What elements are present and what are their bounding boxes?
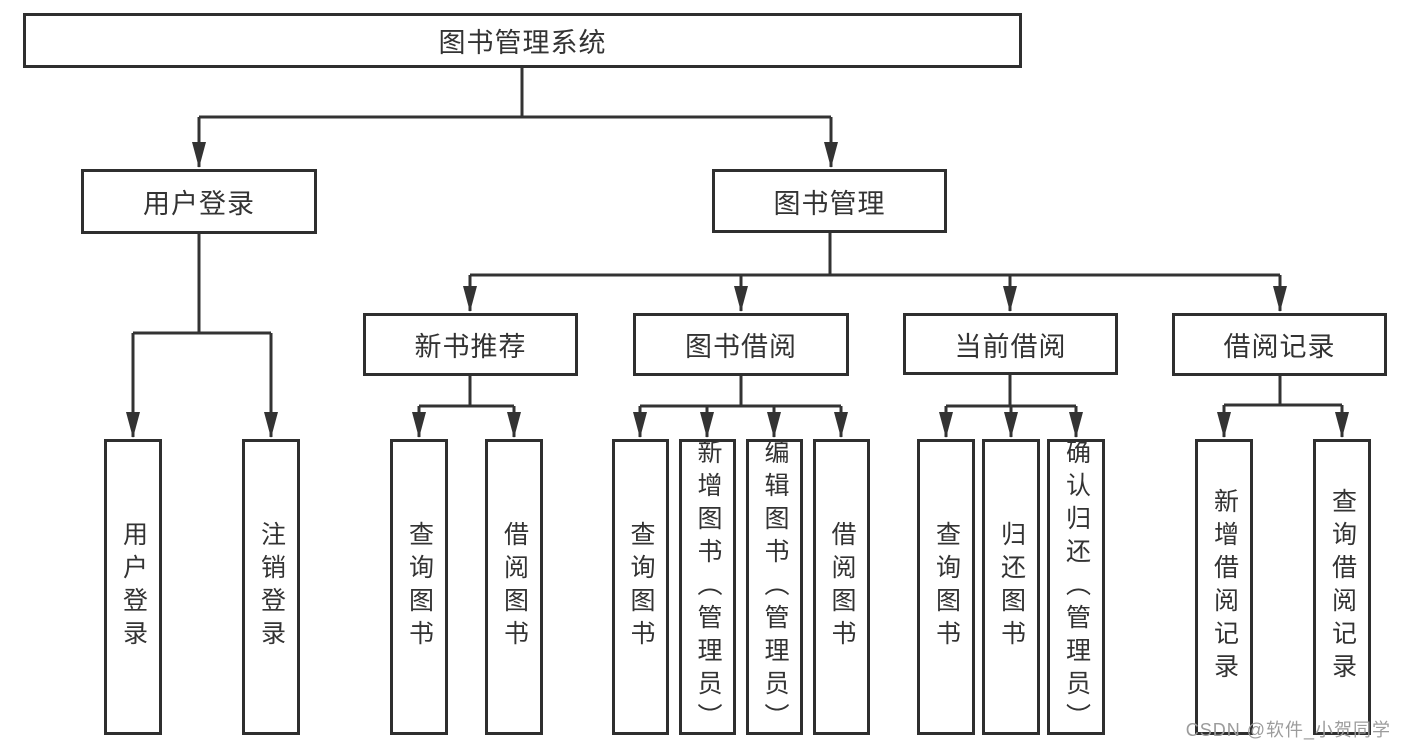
edge-current-split	[939, 375, 1083, 438]
node-new-book-recommend-label: 新书推荐	[414, 332, 527, 362]
leaf-current-confirm-return-admin: 确认归还（管理员）	[1047, 438, 1105, 736]
leaf-user-login-label: 用户登录	[119, 521, 148, 653]
node-user-login-label: 用户登录	[143, 189, 255, 219]
node-user-login: 用户登录	[81, 169, 317, 234]
leaf-borrowing-query-books-label: 查询图书	[627, 521, 655, 653]
leaf-recommend-query-books: 查询图书	[390, 439, 448, 735]
edge-user-login-split	[126, 234, 278, 438]
leaf-logout: 注销登录	[242, 439, 300, 735]
node-borrowing-records-label: 借阅记录	[1223, 332, 1336, 362]
node-book-management: 图书管理	[712, 169, 947, 233]
edge-root-split	[192, 68, 838, 168]
leaf-current-query-books-label: 查询图书	[932, 521, 961, 653]
leaf-logout-label: 注销登录	[257, 521, 286, 653]
leaf-borrowing-borrow-books: 借阅图书	[813, 439, 870, 735]
leaf-current-confirm-return-admin-label: 确认归还（管理员）	[1062, 438, 1091, 736]
edge-book-mgmt-split	[463, 233, 1287, 312]
leaf-borrowing-edit-books-admin-label: 编辑图书（管理员）	[761, 438, 789, 736]
node-current-borrowing-label: 当前借阅	[954, 331, 1067, 362]
leaf-borrowing-borrow-books-label: 借阅图书	[828, 521, 856, 653]
leaf-records-query-record: 查询借阅记录	[1313, 439, 1371, 735]
edge-records-split	[1217, 376, 1349, 438]
node-book-management-label: 图书管理	[773, 188, 886, 219]
edge-recommend-split	[412, 376, 521, 438]
leaf-borrowing-query-books: 查询图书	[612, 439, 669, 735]
leaf-recommend-borrow-books-label: 借阅图书	[500, 521, 529, 653]
node-new-book-recommend: 新书推荐	[363, 313, 578, 376]
node-book-borrowing: 图书借阅	[633, 313, 849, 376]
leaf-recommend-query-books-label: 查询图书	[405, 521, 434, 653]
leaf-current-return-books: 归还图书	[982, 439, 1040, 735]
csdn-watermark: CSDN @软件_小贺同学	[1185, 720, 1391, 740]
node-book-borrowing-label: 图书借阅	[685, 332, 797, 362]
leaf-current-query-books: 查询图书	[917, 439, 975, 735]
node-borrowing-records: 借阅记录	[1172, 313, 1387, 376]
leaf-borrowing-add-books-admin-label: 新增图书（管理员）	[694, 438, 722, 736]
edge-borrowing-split	[633, 376, 848, 438]
leaf-records-query-record-label: 查询借阅记录	[1328, 488, 1357, 686]
leaf-user-login: 用户登录	[104, 439, 162, 735]
leaf-recommend-borrow-books: 借阅图书	[485, 439, 543, 735]
leaf-records-add-record: 新增借阅记录	[1195, 439, 1253, 735]
leaf-borrowing-add-books-admin: 新增图书（管理员）	[679, 438, 736, 736]
leaf-records-add-record-label: 新增借阅记录	[1210, 488, 1239, 686]
node-root-label: 图书管理系统	[438, 28, 607, 58]
leaf-borrowing-edit-books-admin: 编辑图书（管理员）	[746, 438, 803, 736]
node-root: 图书管理系统	[23, 13, 1022, 68]
node-current-borrowing: 当前借阅	[903, 313, 1118, 375]
leaf-current-return-books-label: 归还图书	[997, 521, 1026, 653]
